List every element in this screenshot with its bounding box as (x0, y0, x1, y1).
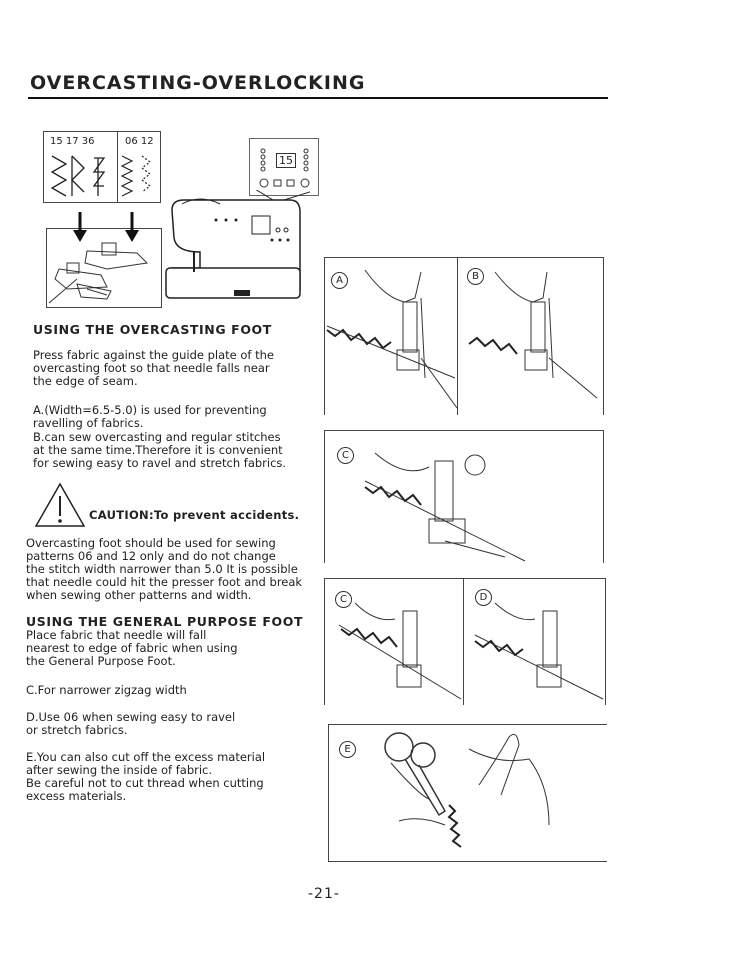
figure-label-c1: C (337, 447, 354, 464)
general-item-e: E.You can also cut off the excess materi… (26, 750, 266, 803)
overcasting-heading: USING THE OVERCASTING FOOT (33, 322, 272, 337)
panel-divider (117, 132, 118, 202)
stitch-pattern-icons (50, 155, 151, 197)
presser-foot-drawing (48, 242, 149, 304)
general-heading: USING THE GENERAL PURPOSE FOOT (26, 614, 304, 629)
figure-cd: C D (324, 578, 606, 705)
caution-warning-icon (34, 482, 86, 527)
figure-ab-divider (457, 258, 458, 415)
general-item-d: D.Use 06 when sewing easy to ravel or st… (26, 710, 236, 737)
figure-label-e: E (339, 741, 356, 758)
pattern-numbers-left: 15 17 36 (50, 136, 95, 147)
display-buttons (259, 148, 310, 188)
figure-cd-divider (463, 579, 464, 705)
overcasting-item-b: B.can sew overcasting and regular stitch… (33, 430, 287, 470)
figure-label-c2: C (335, 591, 352, 608)
sewing-machine-icon (165, 190, 310, 299)
title-rule (28, 97, 608, 99)
down-arrows (73, 212, 139, 242)
figure-label-d: D (475, 589, 492, 606)
general-foot-drawing (338, 602, 604, 700)
general-item-c: C.For narrower zigzag width (26, 683, 187, 697)
pattern-selector-panel: 15 17 36 06 12 (43, 131, 161, 203)
figure-label-a: A (331, 272, 348, 289)
overcasting-foot-drawing (326, 269, 598, 409)
figure-label-b: B (467, 268, 484, 285)
page-title: OVERCASTING-OVERLOCKING (30, 72, 366, 94)
figure-e: E (328, 724, 607, 862)
overcasting-item-a: A.(Width=6.5-5.0) is used for preventing… (33, 403, 267, 430)
machine-display-panel: 15 (249, 138, 319, 196)
scissors-cutting-drawing (384, 732, 550, 848)
figure-c: C (324, 430, 604, 563)
page-number: -21- (308, 886, 340, 902)
general-intro: Place fabric that needle will fall neare… (26, 628, 238, 668)
overcasting-intro: Press fabric against the guide plate of … (33, 348, 274, 388)
caution-label: CAUTION:To prevent accidents. (89, 508, 300, 522)
figure-ab: A B (324, 257, 604, 415)
display-value: 15 (276, 153, 296, 168)
caution-text: Overcasting foot should be used for sewi… (26, 536, 303, 602)
zigzag-foot-drawing (364, 452, 526, 562)
pattern-numbers-right: 06 12 (125, 136, 154, 147)
presser-feet-illustration (46, 228, 162, 308)
